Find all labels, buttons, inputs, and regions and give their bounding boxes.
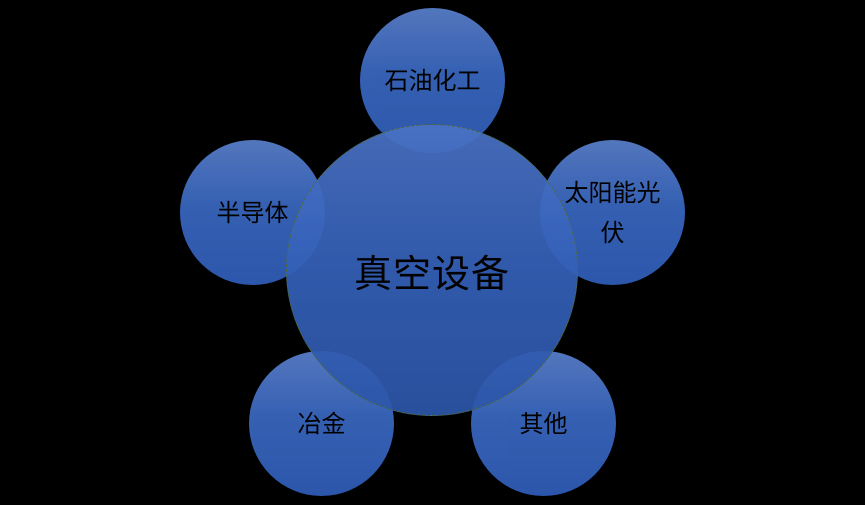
satellite-label: 太阳能光伏 (564, 178, 661, 247)
satellite-label: 石油化工 (384, 66, 481, 95)
satellite-label: 半导体 (216, 198, 289, 227)
satellite-label: 其他 (519, 409, 568, 438)
satellite-label: 冶金 (297, 409, 346, 438)
center-label: 真空设备 (353, 251, 510, 296)
center-hub: 真空设备 (286, 124, 578, 416)
